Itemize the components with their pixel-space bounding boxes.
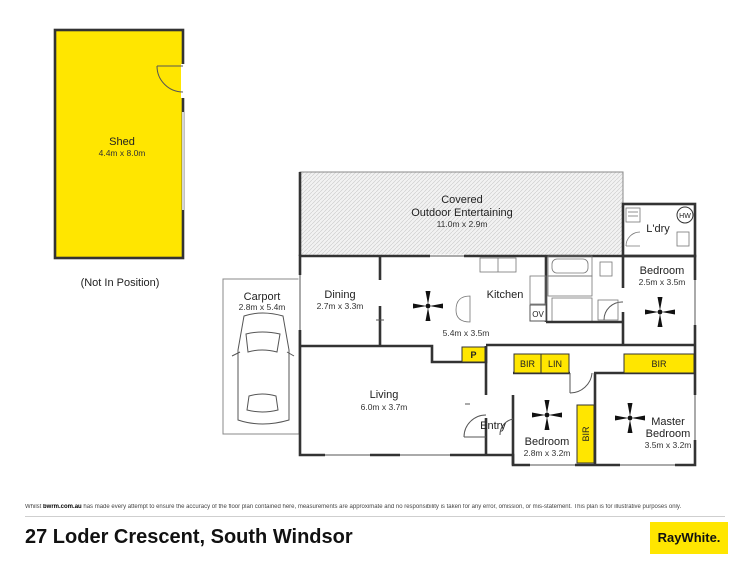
- property-address: 27 Loder Crescent, South Windsor: [25, 526, 353, 548]
- carport-label: Carport: [244, 291, 281, 303]
- outdoor-label-1: Covered: [441, 194, 483, 206]
- outdoor-dims: 11.0m x 2.9m: [437, 219, 488, 229]
- dining-dims: 2.7m x 3.3m: [317, 301, 364, 311]
- disclaimer-brand: bwrm.com.au: [43, 504, 82, 510]
- pantry-tag: P: [470, 350, 476, 360]
- bir-tag-3: BIR: [581, 426, 591, 442]
- entry-label: Entry: [480, 420, 506, 432]
- disclaimer: Whilst bwrm.com.au has made every attemp…: [25, 504, 725, 510]
- bedroom-ne-dims: 2.5m x 3.5m: [639, 277, 686, 287]
- carport: Carport 2.8m x 5.4m: [222, 278, 300, 435]
- bedroom-s-label: Bedroom: [525, 436, 570, 448]
- disclaimer-text: has made every attempt to ensure the acc…: [83, 504, 682, 510]
- living-label: Living: [370, 389, 399, 401]
- ceiling-fan-icon: [645, 297, 675, 327]
- ceiling-fan-icon: [532, 400, 562, 430]
- floor-plan: Shed 4.4m x 8.0m (Not In Position) Carpo…: [53, 28, 697, 467]
- house: OV P BIR LIN BIR BIR Dining 2.7m x 3.3m …: [298, 254, 697, 467]
- shed-label: Shed: [109, 136, 135, 148]
- kitchen-label: Kitchen: [487, 289, 524, 301]
- laundry: HW L'dry: [621, 202, 697, 258]
- bedroom-ne-label: Bedroom: [640, 265, 685, 277]
- kitchen-dims: 5.4m x 3.5m: [443, 328, 490, 338]
- shed-dims: 4.4m x 8.0m: [99, 148, 146, 158]
- hot-water-tag: HW: [679, 213, 691, 220]
- outdoor-entertaining: Covered Outdoor Entertaining 11.0m x 2.9…: [298, 171, 624, 257]
- bir-tag-1: BIR: [520, 359, 536, 369]
- linen-tag: LIN: [548, 359, 562, 369]
- bedroom-s-dims: 2.8m x 3.2m: [524, 448, 571, 458]
- oven-tag: OV: [532, 310, 544, 319]
- ceiling-fan-icon: [615, 403, 645, 433]
- ceiling-fan-icon: [413, 291, 443, 321]
- outdoor-label-2: Outdoor Entertaining: [411, 207, 513, 219]
- not-in-position-note: (Not In Position): [81, 277, 160, 289]
- carport-dims: 2.8m x 5.4m: [239, 302, 286, 312]
- footer-divider: [25, 516, 725, 517]
- living-dims: 6.0m x 3.7m: [361, 402, 408, 412]
- raywhite-logo: RayWhite.: [650, 522, 728, 554]
- master-label-2: Bedroom: [646, 428, 691, 440]
- dining-label: Dining: [324, 289, 355, 301]
- master-dims: 3.5m x 3.2m: [645, 440, 692, 450]
- disclaimer-pre: Whilst: [25, 504, 42, 510]
- bir-tag-2: BIR: [651, 359, 667, 369]
- laundry-label: L'dry: [646, 223, 670, 235]
- master-label-1: Master: [651, 416, 685, 428]
- shed: Shed 4.4m x 8.0m: [53, 28, 185, 260]
